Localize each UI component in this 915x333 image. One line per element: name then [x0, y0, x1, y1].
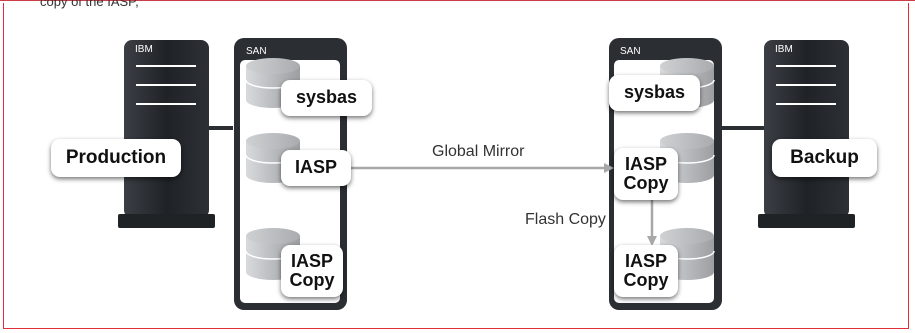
san-right-title: SAN [620, 46, 641, 57]
backup-server [758, 40, 855, 228]
production-server-brand: IBM [135, 44, 153, 55]
backup-server-brand: IBM [775, 44, 793, 55]
san-right-disk-label-1: sysbas [609, 75, 700, 111]
san-left-title: SAN [246, 46, 267, 57]
flash-copy-label: Flash Copy [525, 211, 606, 228]
diagram-frame [3, 3, 909, 329]
production-server [118, 40, 215, 228]
san-right-disk-label-3: IASP Copy [614, 245, 678, 297]
san-right-disk-label-2: IASP Copy [614, 148, 678, 200]
san-left-disk-label-2: IASP [281, 150, 351, 186]
top-caption: copy of the IASP, [40, 0, 139, 9]
backup-label: Backup [772, 139, 877, 177]
global-mirror-label: Global Mirror [432, 143, 525, 160]
production-label: Production [51, 139, 181, 177]
top-divider-line [0, 0, 915, 1]
san-left-disk-label-3: IASP Copy [281, 245, 343, 297]
san-left-disk-label-1: sysbas [281, 80, 372, 116]
